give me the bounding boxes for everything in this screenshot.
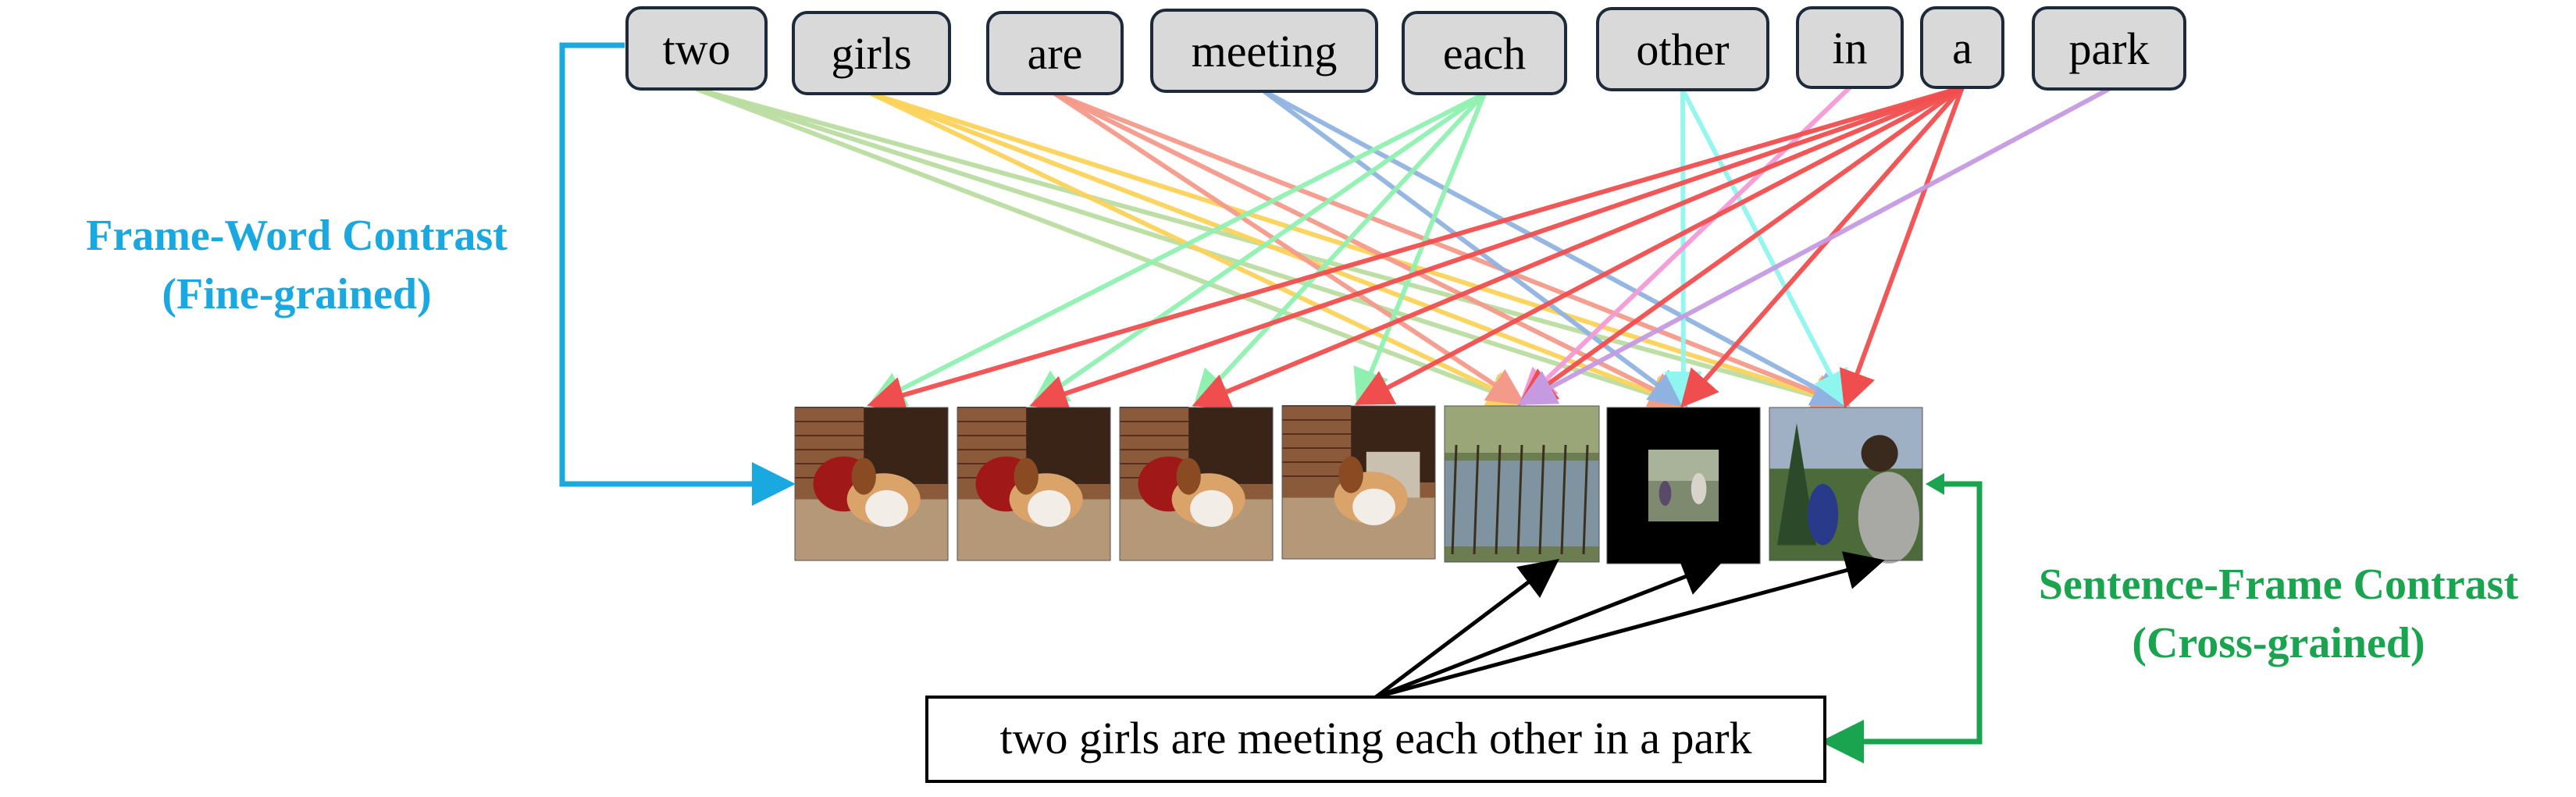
word-box <box>792 11 951 95</box>
frame-5 <box>1444 405 1600 563</box>
word-token-park: park <box>2032 6 2186 91</box>
word-box <box>986 11 1124 95</box>
word-box <box>1920 6 2004 89</box>
word-box <box>1596 7 1769 91</box>
frame-word-bracket <box>559 42 796 506</box>
word-text: two <box>663 23 731 74</box>
link-are-to-frame-6 <box>1053 91 1688 407</box>
word-text: each <box>1443 28 1526 79</box>
link-sentence-to-frame-5 <box>1374 558 1559 699</box>
link-a-to-frame-2 <box>1029 85 1963 412</box>
word-token-meeting: meeting <box>1150 9 1378 93</box>
word-text: meeting <box>1192 26 1338 76</box>
sentence-frame-bracket <box>1820 481 1983 763</box>
word-box <box>1796 6 1904 89</box>
link-a-to-frame-5 <box>1518 85 1964 406</box>
word-text: other <box>1636 24 1729 75</box>
word-token-a: a <box>1920 6 2004 89</box>
sentence-frame-label-line2: (Cross-grained) <box>2132 619 2425 667</box>
frame-6 <box>1606 407 1761 564</box>
word-box <box>1402 11 1567 95</box>
link-a-to-frame-6 <box>1680 86 1965 408</box>
word-token-in: in <box>1796 6 1904 89</box>
word-text: a <box>1952 23 1972 73</box>
word-text: are <box>1028 28 1083 79</box>
word-token-other: other <box>1596 7 1769 91</box>
link-each-to-frame-2 <box>1030 91 1486 407</box>
word-token-are: are <box>986 11 1124 95</box>
word-text: girls <box>831 28 911 79</box>
link-two-to-frame-5 <box>695 87 1527 409</box>
frame-4 <box>1281 405 1436 560</box>
frame-word-label-line1: Frame-Word Contrast <box>86 212 508 260</box>
frame-7 <box>1769 407 1923 564</box>
video-frames <box>794 405 1923 564</box>
sentence-frame-arrowhead-top <box>1926 473 1944 495</box>
link-each-to-frame-3 <box>1192 91 1487 408</box>
link-girls-to-frame-6 <box>870 91 1688 411</box>
frame-3 <box>1119 407 1274 561</box>
word-token-girls: girls <box>792 11 951 95</box>
sentence-links <box>1374 551 1885 699</box>
frame-1 <box>794 407 949 561</box>
link-sentence-to-frame-6 <box>1375 558 1723 699</box>
word-box <box>625 6 768 91</box>
link-park-to-frame-5 <box>1517 87 2111 405</box>
link-meeting-to-frame-6 <box>1263 89 1687 407</box>
link-meeting-to-frame-7 <box>1263 89 1851 407</box>
word-text: park <box>2068 23 2149 74</box>
link-each-to-frame-4 <box>1353 92 1487 407</box>
link-are-to-frame-7 <box>1053 91 1851 410</box>
word-text: in <box>1832 23 1867 73</box>
word-token-each: each <box>1402 11 1567 95</box>
link-sentence-to-frame-7 <box>1375 551 1885 699</box>
link-a-to-frame-3 <box>1192 85 1964 410</box>
link-each-to-frame-1 <box>867 91 1486 407</box>
word-token-two: two <box>625 6 768 91</box>
frame-2 <box>957 407 1111 561</box>
link-in-to-frame-5 <box>1518 85 1852 407</box>
sentence-text: two girls are meeting each other in a pa… <box>999 713 1751 763</box>
link-a-to-frame-4 <box>1354 85 1964 405</box>
link-are-to-frame-5 <box>1053 91 1527 406</box>
word-box <box>1150 9 1378 93</box>
sentence-frame-label-line1: Sentence-Frame Contrast <box>2039 560 2519 609</box>
sentence-box <box>925 696 1826 783</box>
link-a-to-frame-1 <box>867 85 1963 414</box>
word-tokens: two girls are meeting each other in a park <box>625 6 2186 95</box>
frame-word-label-line2: (Fine-grained) <box>162 270 431 318</box>
word-frame-links <box>695 85 2111 415</box>
link-girls-to-frame-5 <box>870 91 1527 406</box>
link-a-to-frame-7 <box>1839 86 1965 409</box>
word-box <box>2032 6 2186 91</box>
link-other-to-frame-7 <box>1680 88 1848 409</box>
